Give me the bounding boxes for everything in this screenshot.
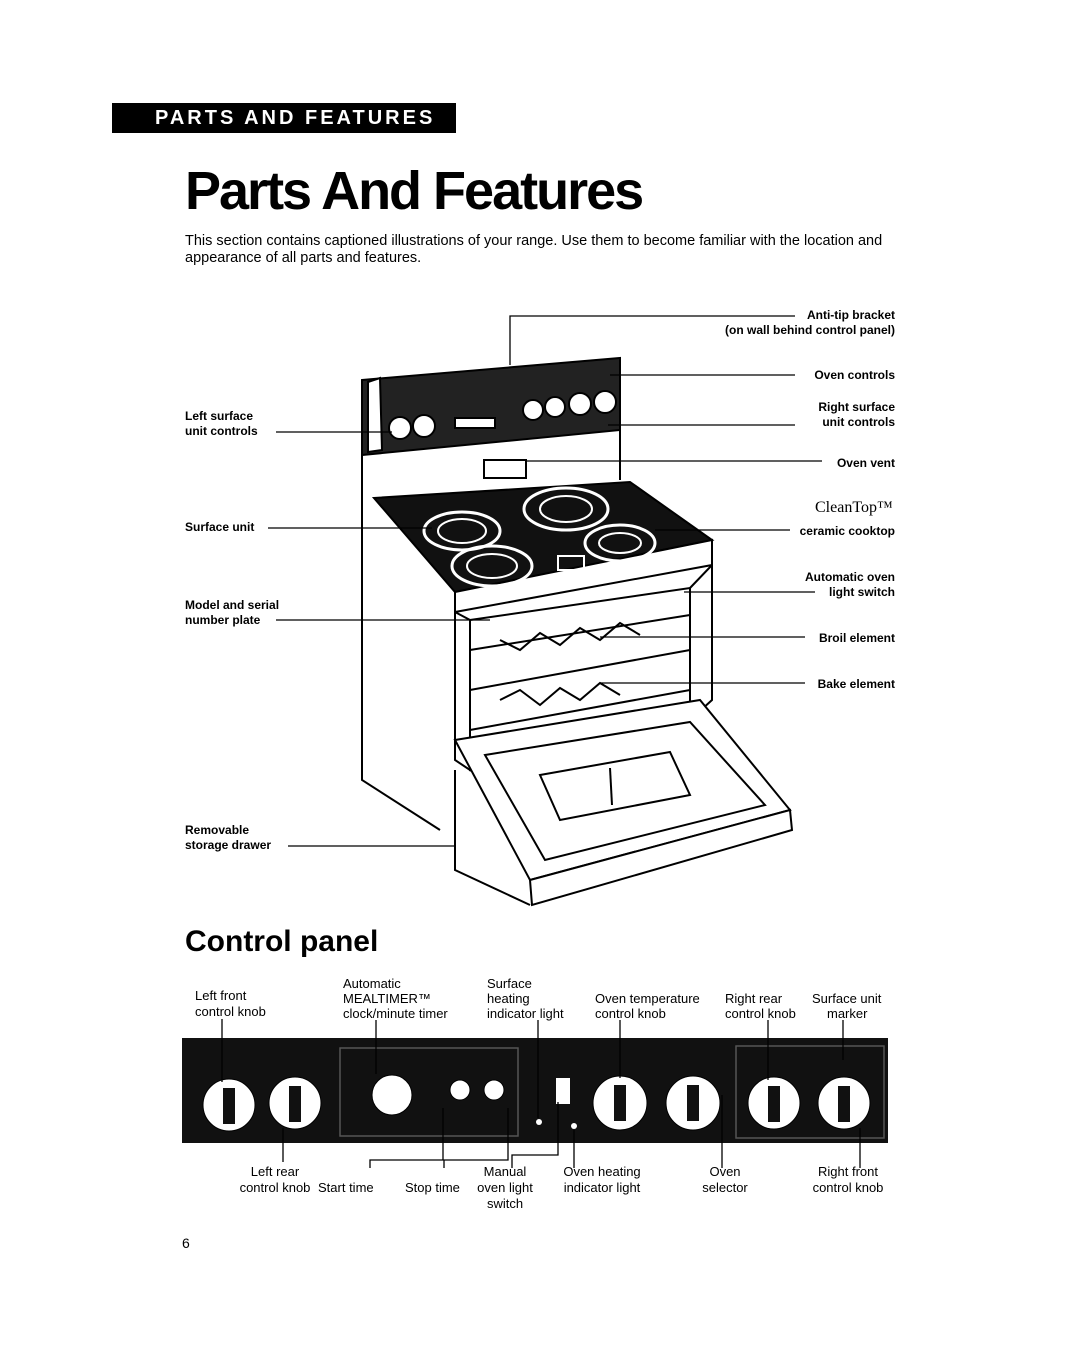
callout-oven-vent: Oven vent bbox=[836, 456, 895, 470]
callout-automatic-oven: Automatic oven bbox=[804, 570, 895, 584]
label-left-rear-knob: control knob bbox=[239, 1180, 311, 1195]
label-right-front: Right front bbox=[818, 1164, 878, 1179]
callout-left-surface: Left surface bbox=[185, 409, 254, 423]
label-oven-light: oven light bbox=[477, 1180, 533, 1195]
callout-storage-drawer: storage drawer bbox=[185, 838, 272, 852]
callout-number-plate: number plate bbox=[185, 613, 261, 627]
label-surface-unit: Surface unit bbox=[812, 991, 882, 1006]
section-banner bbox=[112, 103, 456, 133]
label-clock-timer: clock/minute timer bbox=[343, 1006, 448, 1021]
callout-broil-element: Broil element bbox=[818, 631, 895, 645]
label-oven-heating-indicator: indicator light bbox=[563, 1180, 641, 1195]
callout-oven-controls: Oven controls bbox=[814, 368, 895, 382]
label-heating: heating bbox=[487, 991, 530, 1006]
label-manual: Manual bbox=[483, 1164, 527, 1179]
callout-light-switch: light switch bbox=[829, 585, 895, 599]
label-surface-indicator: indicator light bbox=[487, 1006, 564, 1021]
cleantop-logo: CleanTop™ bbox=[815, 499, 893, 516]
label-left-front-knob: control knob bbox=[195, 1004, 266, 1019]
page-number: 6 bbox=[182, 1235, 190, 1251]
label-oven-heating: Oven heating bbox=[563, 1164, 641, 1179]
label-right-rear-knob: control knob bbox=[725, 1006, 796, 1021]
label-selector: selector bbox=[702, 1180, 748, 1195]
callout-bake-element: Bake element bbox=[817, 677, 895, 691]
section-banner-text: PARTS AND FEATURES bbox=[155, 107, 436, 129]
callout-removable: Removable bbox=[185, 823, 250, 837]
callout-anti-tip-note: (on wall behind control panel) bbox=[725, 323, 895, 337]
label-left-rear: Left rear bbox=[250, 1164, 300, 1179]
page-title: Parts And Features bbox=[185, 161, 644, 221]
callout-right-surface: Right surface bbox=[818, 400, 895, 414]
label-automatic: Automatic bbox=[343, 976, 401, 991]
callout-ceramic-cooktop: ceramic cooktop bbox=[799, 524, 895, 538]
label-marker: marker bbox=[827, 1006, 868, 1021]
label-oven-temp-knob: control knob bbox=[595, 1006, 666, 1021]
label-surface: Surface bbox=[487, 976, 532, 991]
callout-anti-tip-bracket: Anti-tip bracket bbox=[806, 308, 895, 322]
label-left-front: Left front bbox=[195, 988, 247, 1003]
control-panel-heading: Control panel bbox=[185, 925, 379, 958]
callout-surface-unit: Surface unit bbox=[185, 520, 255, 534]
intro-paragraph: This section contains captioned illustra… bbox=[185, 233, 883, 266]
callout-model-serial: Model and serial bbox=[185, 598, 280, 612]
label-switch: switch bbox=[486, 1196, 524, 1211]
callout-left-surface-controls: unit controls bbox=[185, 424, 258, 438]
label-stop-time: Stop time bbox=[405, 1180, 460, 1195]
callout-right-surface-controls: unit controls bbox=[822, 415, 895, 429]
label-right-front-knob: control knob bbox=[812, 1180, 884, 1195]
label-oven: Oven bbox=[709, 1164, 741, 1179]
label-start-time: Start time bbox=[318, 1180, 374, 1195]
label-right-rear: Right rear bbox=[725, 991, 783, 1006]
label-oven-temperature: Oven temperature bbox=[595, 991, 700, 1006]
label-mealtimer: MEALTIMER™ bbox=[343, 991, 431, 1006]
